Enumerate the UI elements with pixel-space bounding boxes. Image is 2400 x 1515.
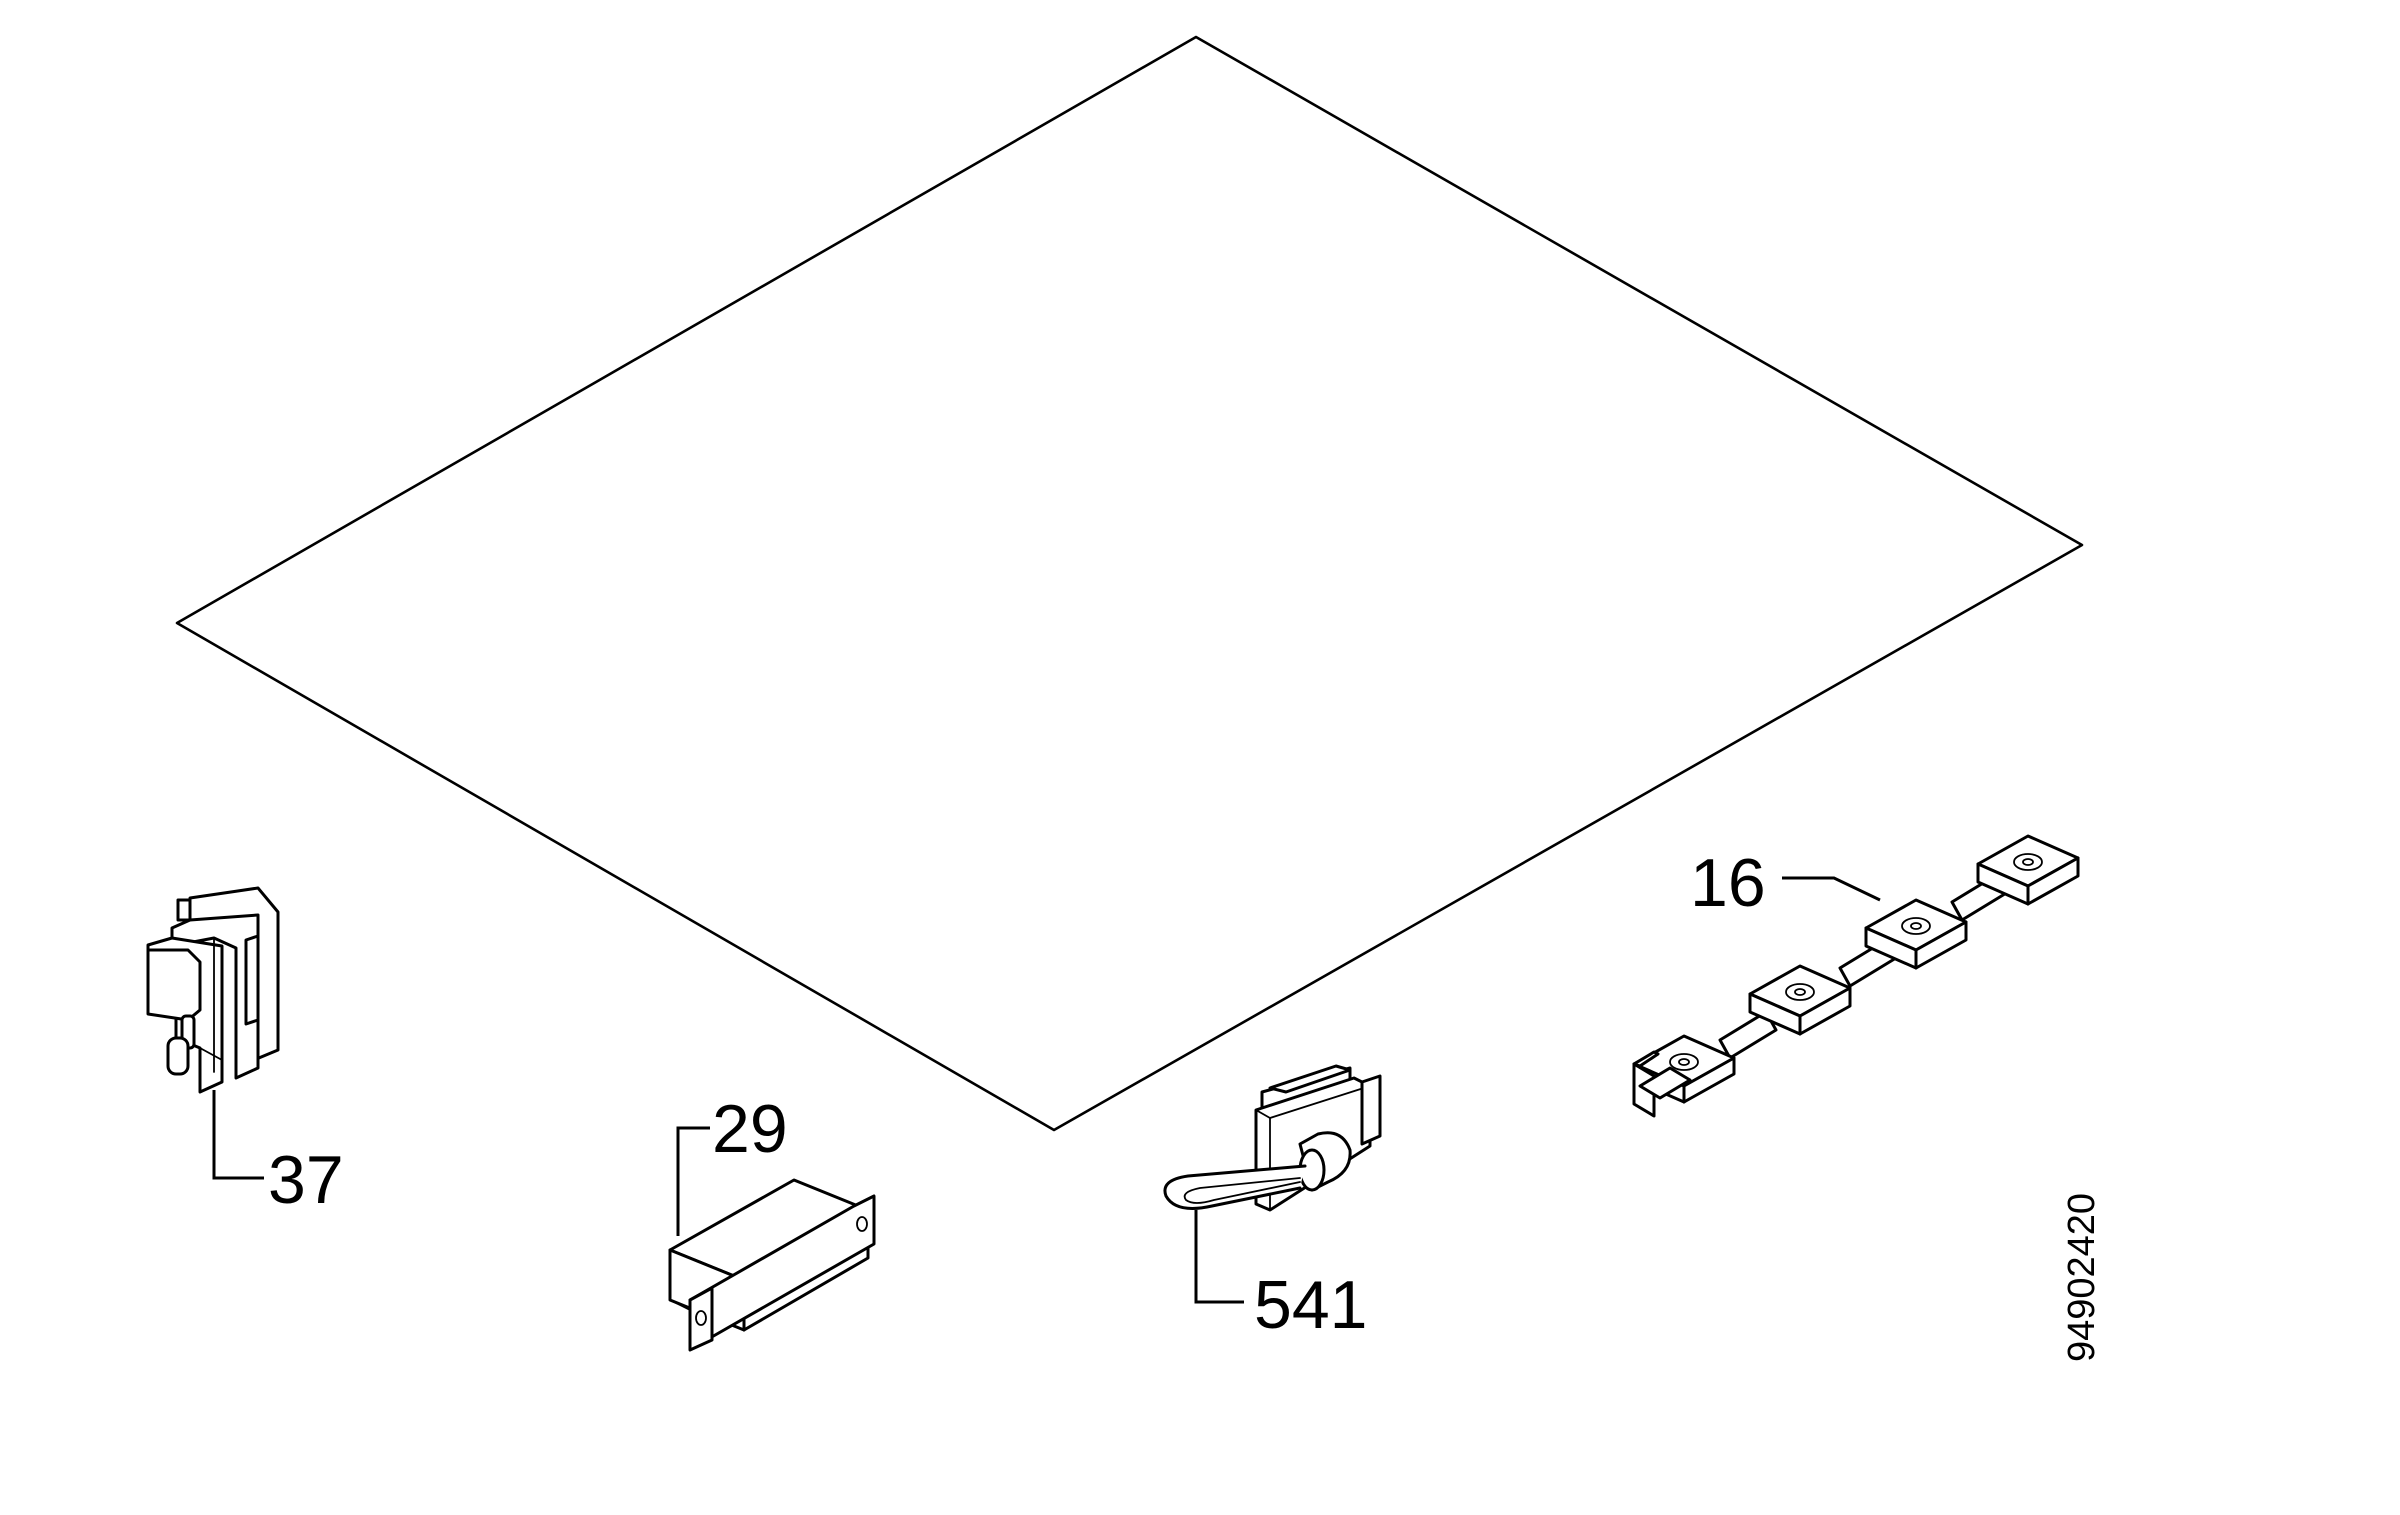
callout-leader-29 bbox=[676, 1126, 710, 1236]
part-16-terminal-strip bbox=[1632, 834, 2080, 1118]
callout-leader-37 bbox=[212, 1090, 264, 1180]
callout-label-37: 37 bbox=[268, 1142, 344, 1218]
callout-leader-16 bbox=[1782, 876, 1881, 902]
callout-label-16: 16 bbox=[1690, 845, 1766, 921]
drawing-number: 94902420 bbox=[2061, 1193, 2103, 1362]
glass-panel bbox=[175, 35, 2084, 1132]
part-29-rectangular-block bbox=[668, 1178, 876, 1352]
callout-label-541: 541 bbox=[1254, 1267, 1367, 1343]
callout-label-29: 29 bbox=[712, 1091, 788, 1167]
callout-leader-541 bbox=[1194, 1210, 1244, 1304]
part-37-hinge-bracket bbox=[146, 886, 280, 1094]
part-541-catch-clip bbox=[1163, 1064, 1382, 1212]
